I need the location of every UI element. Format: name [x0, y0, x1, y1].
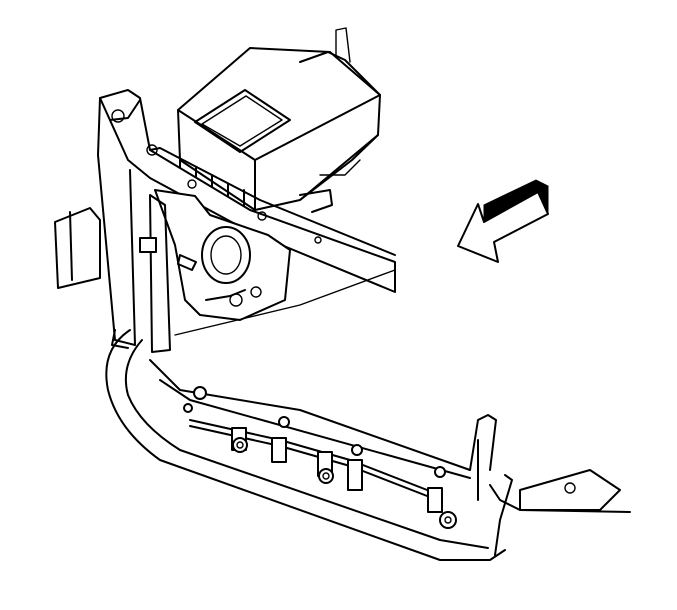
left-side-bracket: [54, 97, 136, 349]
wiring-harness: [189, 419, 441, 502]
fastener: [183, 386, 457, 529]
radiator-support-upper: [99, 89, 396, 293]
front-bumper-fascia: [105, 329, 631, 561]
direction-arrow-icon: [457, 179, 549, 263]
headlamp-mount-opening: [139, 189, 396, 353]
air-cleaner-housing: [177, 27, 381, 213]
